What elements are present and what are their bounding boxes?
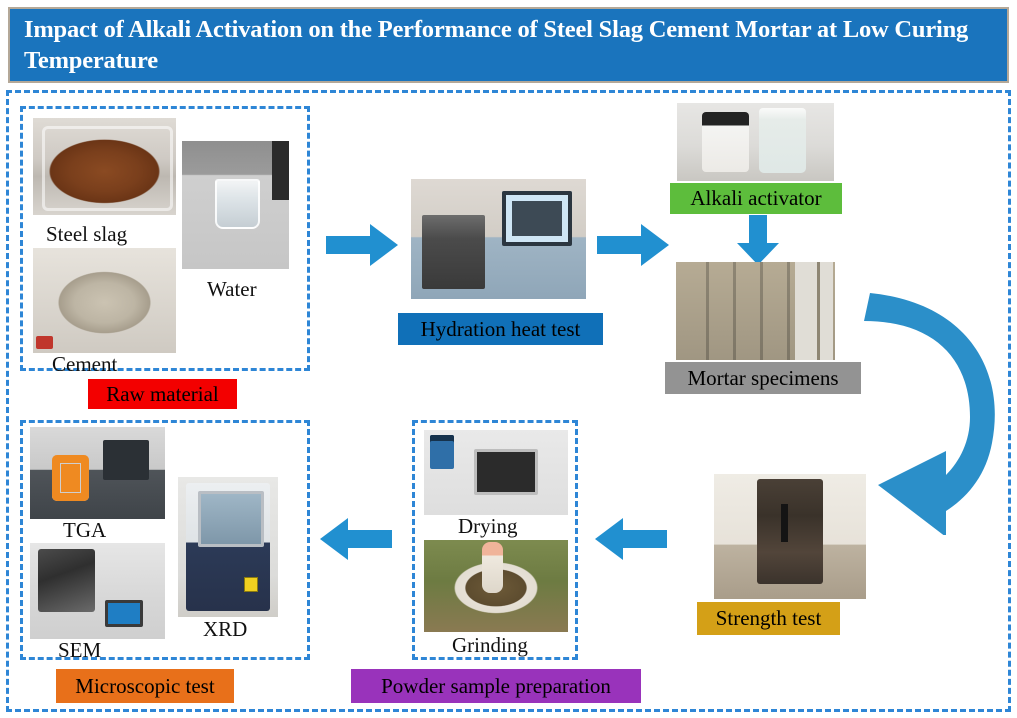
raw-material-group-box (20, 106, 310, 371)
chip-mortar-specimens-label: Mortar specimens (687, 365, 839, 390)
water-photo (182, 141, 289, 269)
arrow-raw-to-hydration (326, 224, 398, 266)
steel-slag-caption: Steel slag (46, 222, 128, 246)
title-bar: Impact of Alkali Activation on the Perfo… (8, 7, 1009, 83)
arrow-specimens-to-strength (850, 275, 1010, 535)
chip-alkali-activator: Alkali activator (670, 183, 842, 214)
chip-microscopic-test: Microscopic test (56, 669, 234, 703)
steel-slag-photo (33, 118, 176, 215)
chip-raw-material-label: Raw material (106, 381, 219, 406)
microscopic-test-group-box (20, 420, 310, 660)
drying-caption: Drying (458, 514, 518, 538)
chip-hydration-heat-test: Hydration heat test (398, 313, 603, 345)
chip-hydration-heat-test-label: Hydration heat test (420, 316, 581, 341)
cement-photo (33, 248, 176, 353)
hydration-calorimeter-photo (411, 179, 586, 299)
warning-label-icon (244, 577, 258, 592)
sem-photo (30, 543, 165, 639)
drying-oven-photo (424, 430, 568, 515)
tga-caption: TGA (63, 518, 107, 542)
chip-powder-sample-preparation-label: Powder sample preparation (381, 673, 611, 698)
strength-test-photo (714, 474, 866, 599)
chip-microscopic-test-label: Microscopic test (75, 673, 215, 698)
alkali-activator-photo (677, 103, 834, 181)
chip-powder-sample-preparation: Powder sample preparation (351, 669, 641, 703)
xrd-photo (178, 477, 278, 617)
mortar-specimens-photo (676, 262, 835, 360)
xrd-caption: XRD (203, 617, 248, 641)
arrow-hydration-to-alkali (597, 224, 669, 266)
outer-dashed-frame (6, 90, 1011, 712)
sem-caption: SEM (58, 638, 102, 662)
chip-mortar-specimens: Mortar specimens (665, 362, 861, 394)
grinding-photo (424, 540, 568, 632)
cement-caption: Cement (52, 352, 118, 376)
arrow-activator-to-specimens (737, 215, 779, 265)
arrow-strength-to-powder (595, 518, 667, 560)
tga-photo (30, 427, 165, 519)
chip-alkali-activator-label: Alkali activator (690, 186, 822, 210)
chip-strength-test: Strength test (697, 602, 840, 635)
chip-strength-test-label: Strength test (715, 606, 822, 630)
chip-raw-material: Raw material (88, 379, 237, 409)
grinding-caption: Grinding (452, 633, 528, 657)
powder-sample-prep-group-box (412, 420, 578, 660)
calorimeter-screen (510, 200, 565, 230)
arrow-powder-to-microscopic (320, 518, 392, 560)
page-title: Impact of Alkali Activation on the Perfo… (24, 16, 969, 74)
water-caption: Water (207, 277, 257, 301)
